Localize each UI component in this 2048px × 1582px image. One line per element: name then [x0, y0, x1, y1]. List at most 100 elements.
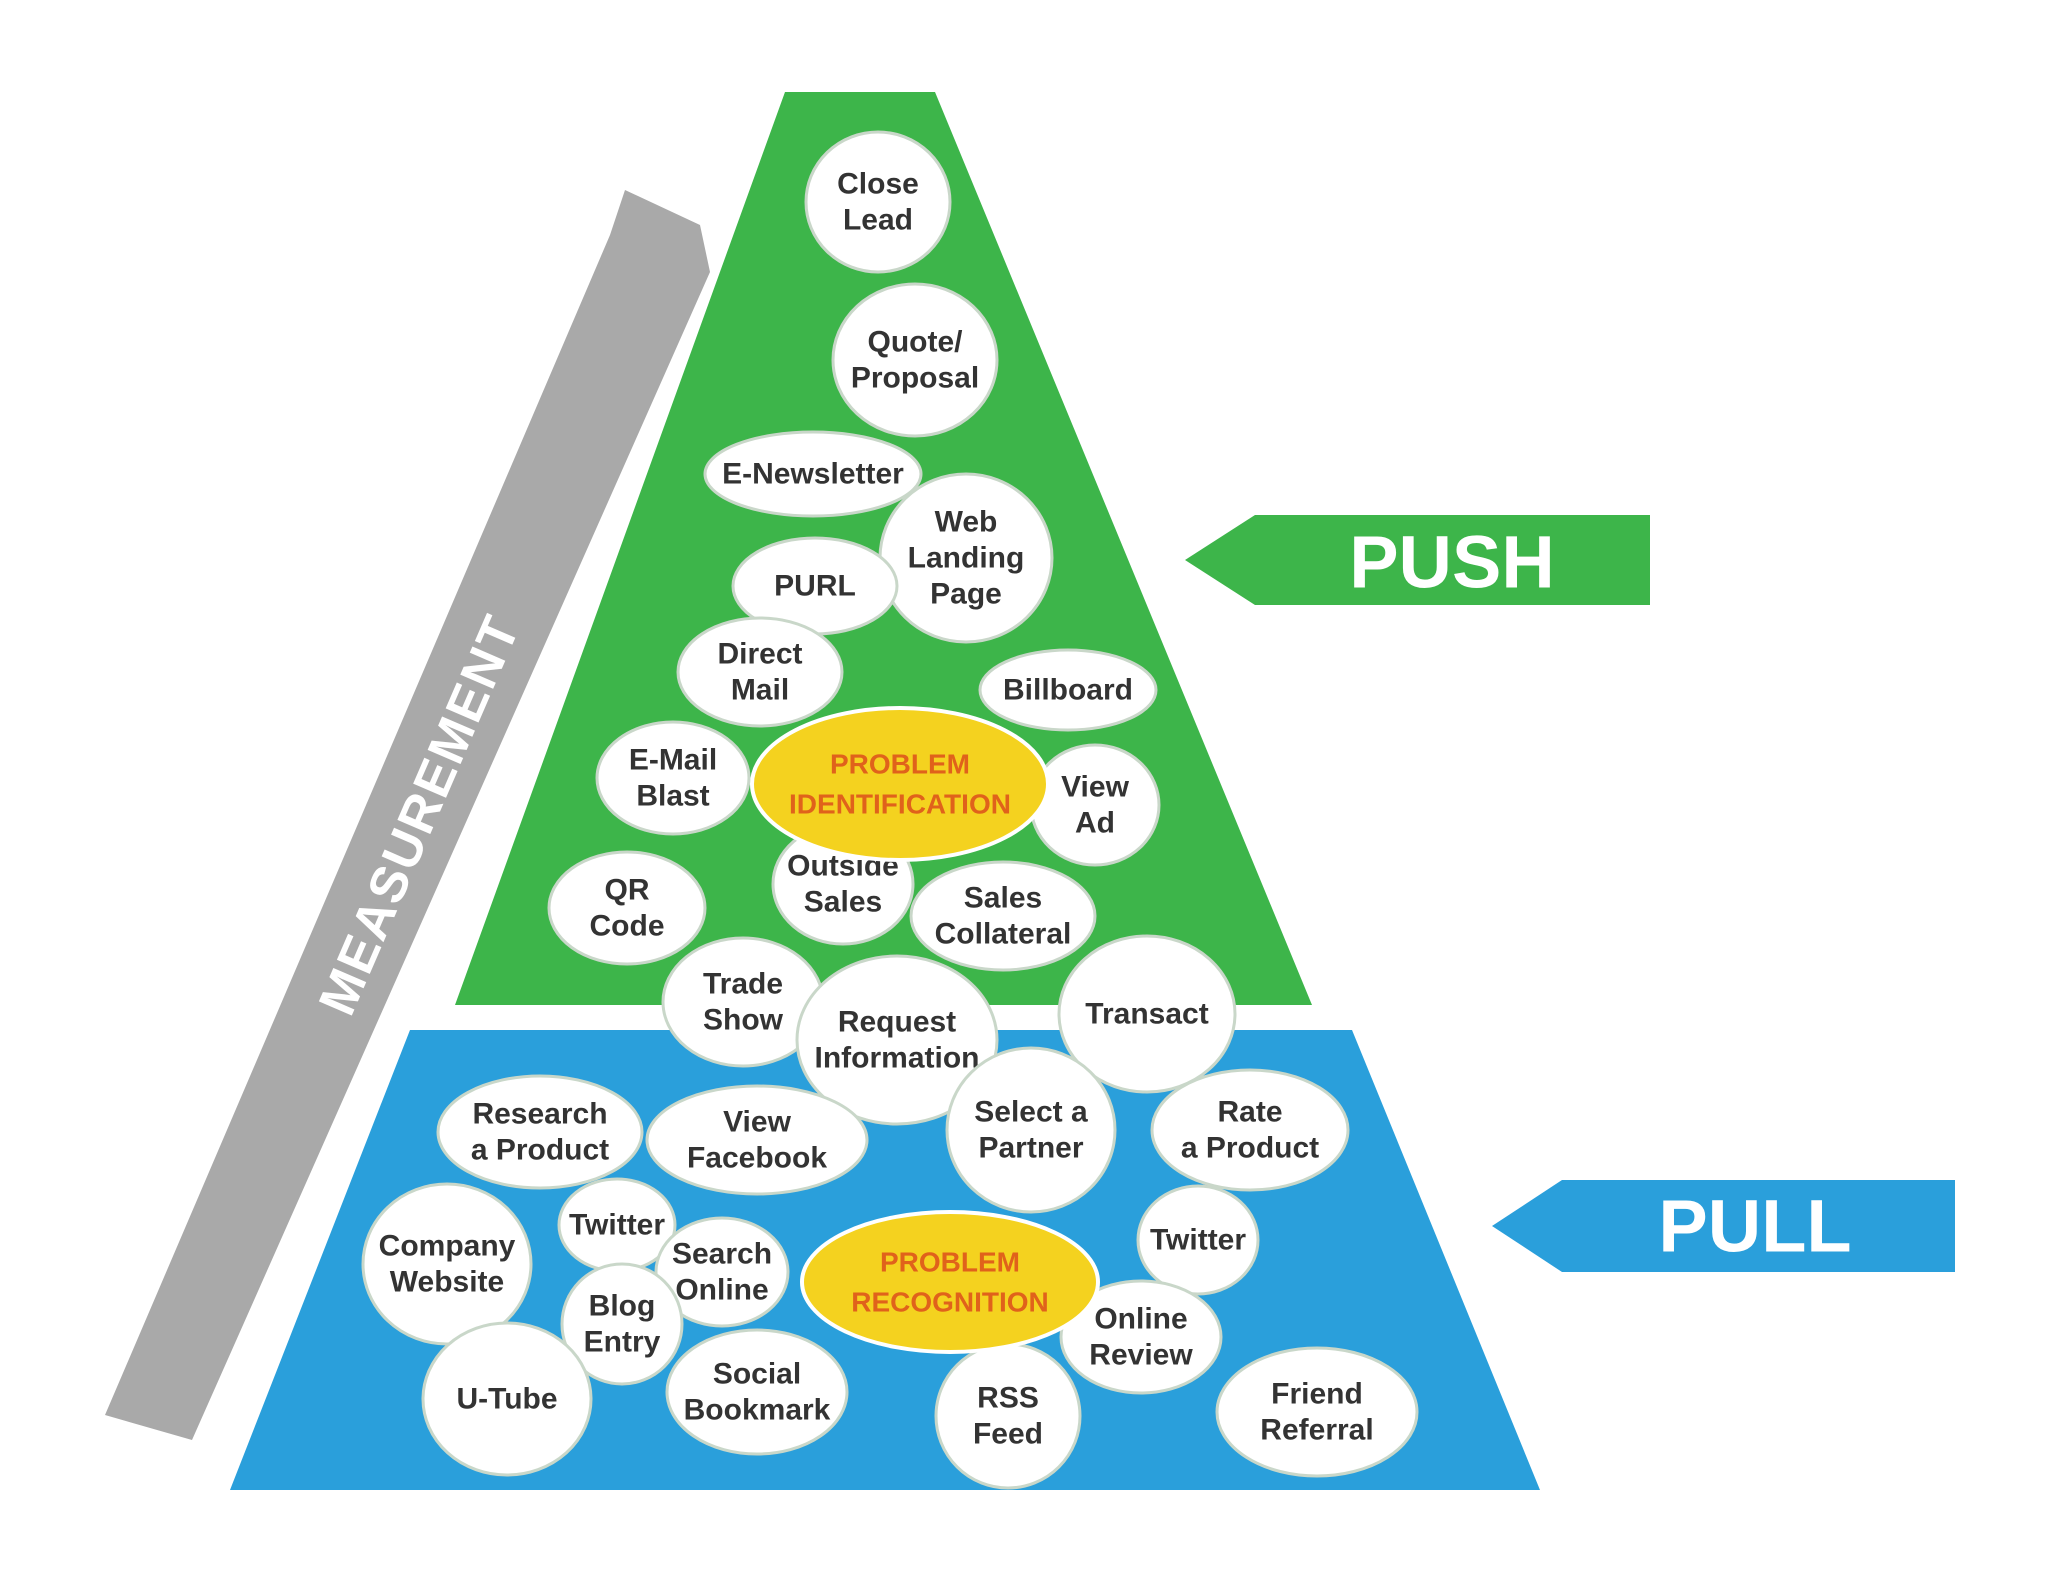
bubble-label-line: Entry: [584, 1326, 661, 1359]
bubble-label-line: Research: [472, 1098, 607, 1131]
push-banner: PUSH: [1185, 515, 1650, 605]
bubble-label-line: Referral: [1260, 1414, 1373, 1447]
pull-banner: PULL: [1492, 1180, 1955, 1272]
bubble-label-line: a Product: [471, 1134, 609, 1167]
bubble-label-line: Information: [815, 1042, 980, 1075]
core-label-line: PROBLEM: [880, 1247, 1020, 1278]
bubble-label-line: Rate: [1217, 1096, 1282, 1129]
bubble-label-line: Social: [713, 1358, 801, 1391]
bubble-label-line: Review: [1089, 1339, 1193, 1372]
bubble-label-line: E-Newsletter: [722, 458, 904, 491]
bubble-label-line: Select a: [974, 1096, 1088, 1129]
bubble-label: Twitter: [569, 1209, 665, 1242]
bubble-shape: [945, 1046, 1117, 1214]
bubble-shape: [645, 1084, 869, 1196]
bubble-label-line: Close: [837, 168, 919, 201]
bubble-label: U-Tube: [456, 1383, 557, 1416]
bubble-label-line: Code: [590, 910, 665, 943]
bubble-label-line: Twitter: [569, 1209, 665, 1242]
bubble-shape: [1150, 1068, 1350, 1192]
bubble-label-line: Billboard: [1003, 674, 1133, 707]
bubble-label-line: Ad: [1075, 807, 1115, 840]
bubble-label-line: Mail: [731, 674, 789, 707]
bubble-shape: [909, 860, 1097, 972]
bubble-label-line: Show: [703, 1004, 784, 1037]
core-label-line: PROBLEM: [830, 749, 970, 780]
pull-banner-shape: [1492, 1180, 1955, 1272]
bubble-shape: [436, 1074, 644, 1190]
bubble-shape: [804, 130, 952, 274]
bubble-label-line: Blog: [589, 1290, 656, 1323]
bubble-label-line: Transact: [1085, 998, 1208, 1031]
bubble-label-line: Request: [838, 1006, 956, 1039]
core-label-line: IDENTIFICATION: [789, 789, 1011, 820]
bubble-shape: [1029, 743, 1161, 867]
bubble-label-line: Proposal: [851, 362, 979, 395]
core-label: PROBLEM IDENTIFICATION: [789, 749, 1011, 820]
bubble-label-line: Online: [1094, 1303, 1187, 1336]
bubble-billboard: Billboard: [978, 648, 1158, 732]
bubble-label-line: Web: [935, 506, 998, 539]
bubble-label-line: a Product: [1181, 1132, 1319, 1165]
bubble-transact: Transact: [1057, 934, 1237, 1094]
bubble-label-line: Landing: [908, 542, 1025, 575]
bubble-shape: [1057, 934, 1237, 1094]
bubble-label: Twitter: [1150, 1224, 1246, 1257]
bubble-shape: [676, 616, 844, 728]
bubble-label-line: Search: [672, 1238, 772, 1271]
push-label: PUSH: [1349, 521, 1555, 604]
bubble-label-line: Page: [930, 578, 1002, 611]
core-layer: PROBLEM IDENTIFICATION PROBLEM RECOGNITION: [750, 706, 1100, 1354]
bubble-label-line: Lead: [843, 204, 913, 237]
bubble-shape: [1136, 1184, 1260, 1296]
bubble-shape: [831, 282, 999, 438]
bubble-label-line: Company: [379, 1230, 516, 1263]
bubble-label-line: View: [723, 1106, 791, 1139]
bubble-twitter-left: Twitter: [557, 1177, 677, 1273]
bubble-label: Billboard: [1003, 674, 1133, 707]
bubble-label-line: PURL: [774, 570, 856, 603]
bubble-shape: [421, 1321, 593, 1477]
bubble-label: PURL: [774, 570, 856, 603]
bubble-shape: [547, 850, 707, 966]
bubble-label-line: View: [1061, 771, 1129, 804]
bubble-label-line: E-Mail: [629, 744, 717, 777]
bubble-label-line: Sales: [964, 882, 1042, 915]
bubble-purl: PURL: [731, 536, 899, 636]
bubble-shape: [1215, 1346, 1419, 1478]
bubble-label-line: Sales: [804, 886, 882, 919]
core-shape: [750, 706, 1050, 862]
problem-identification-core: PROBLEM IDENTIFICATION: [750, 706, 1050, 862]
core-label-line: RECOGNITION: [851, 1287, 1049, 1318]
bubble-label-line: Quote/: [868, 326, 964, 359]
bubble-shape: [560, 1262, 684, 1386]
bubble-shape: [361, 1182, 533, 1346]
